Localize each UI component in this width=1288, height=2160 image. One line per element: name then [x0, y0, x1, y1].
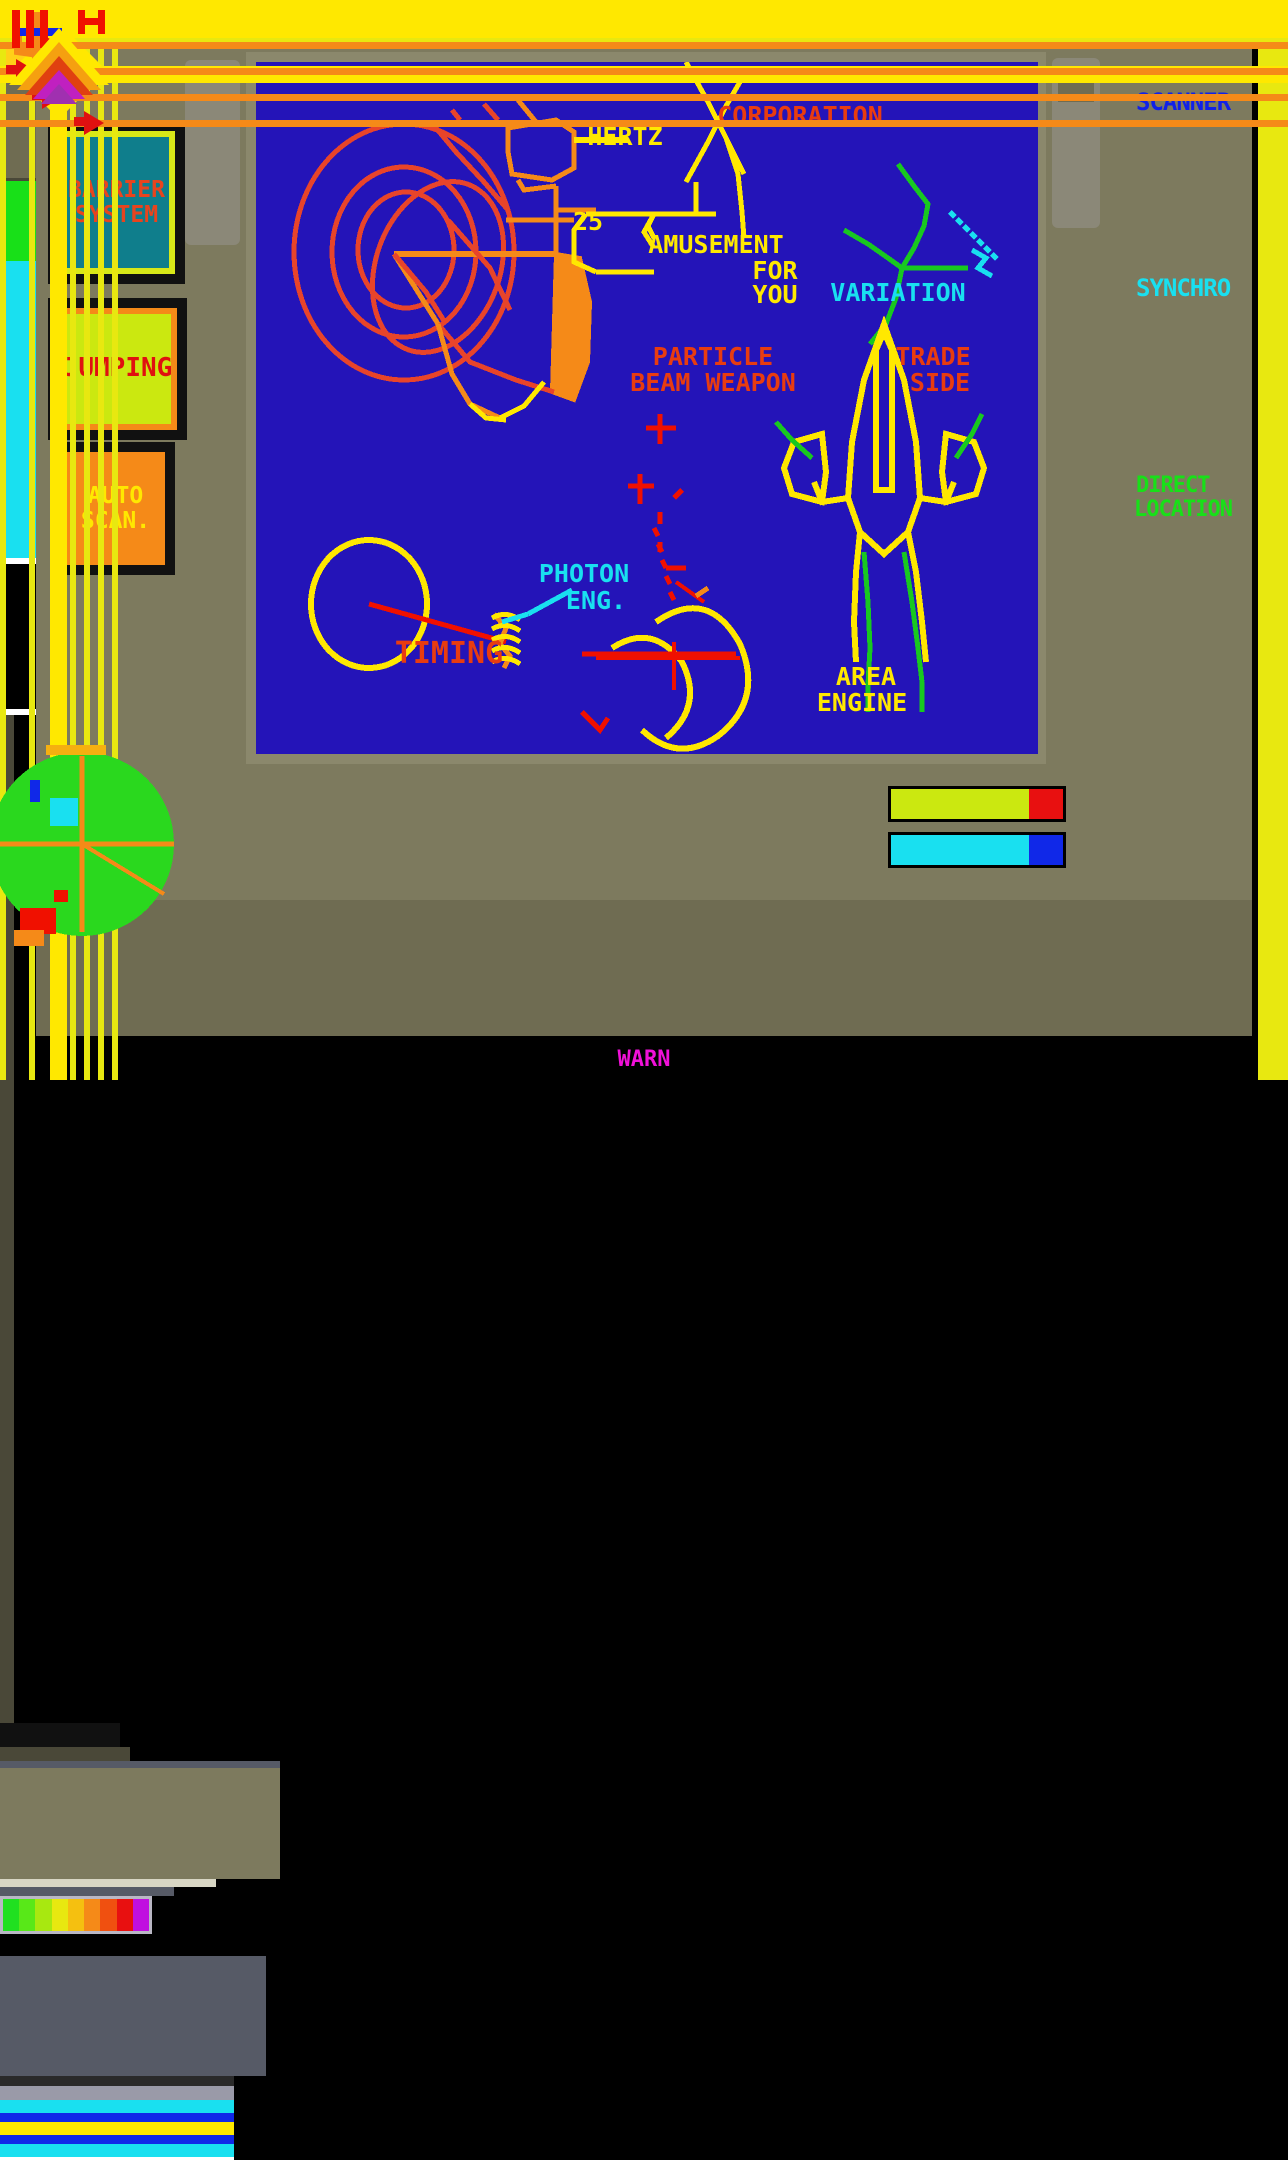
- stripe-band-2: [0, 2100, 234, 2113]
- panel-sep-1: [0, 1723, 120, 1737]
- panel-title-direct-location: DIRECT: [1136, 473, 1210, 498]
- display-label-for: FOR: [752, 256, 798, 285]
- scanner-grid-col-6: [112, 0, 118, 1080]
- cockpit-lower-console: [36, 900, 1252, 1036]
- scanner-grid-col-4: [84, 0, 90, 1080]
- spectrum-band-5: [84, 1899, 101, 1931]
- stripe-band-3: [0, 2113, 234, 2122]
- spectrum-band-1: [19, 1899, 36, 1931]
- display-label-you: YOU: [752, 280, 798, 309]
- panel-title-synchro: SYNCHRO: [1136, 274, 1231, 302]
- panel-title2-direct-location: LOCATION: [1134, 497, 1233, 522]
- spectrum-shadow: [0, 1934, 190, 1956]
- display-label-area: AREA: [835, 662, 897, 691]
- display-label-timing: TIMING: [394, 636, 504, 671]
- display-label-side: SIDE: [909, 368, 971, 397]
- spectrum-band-8: [132, 1899, 149, 1931]
- display-label-photon: PHOTON: [538, 559, 630, 588]
- display-label-number-25: 25: [572, 207, 604, 236]
- display-label-variation: VARIATION: [830, 278, 966, 307]
- spectrum-bar[interactable]: [0, 1896, 152, 1934]
- panel-sep-3: [0, 1747, 130, 1761]
- stripe-band-1: [0, 2086, 234, 2100]
- display-label-beam-weapon: BEAM WEAPON: [630, 368, 796, 397]
- spectrum-band-3: [51, 1899, 68, 1931]
- spectrum-housing: [0, 1761, 280, 1879]
- panel-title-scanner: SCANNER: [1136, 88, 1231, 116]
- radar-scope[interactable]: [0, 742, 184, 946]
- gauge-rest-bar-energy: [1029, 789, 1063, 819]
- stripe-housing: [0, 1956, 266, 2076]
- gauge-bar-energy[interactable]: [888, 786, 1066, 822]
- display-label-hertz: HERTZ: [587, 122, 663, 151]
- display-label-trade: TRADE: [895, 342, 971, 371]
- stripe-band-6: [0, 2144, 234, 2157]
- display-label-engine: ENGINE: [816, 688, 908, 717]
- spectrum-bracket: [0, 1887, 174, 1896]
- spectrum-band-0: [3, 1899, 20, 1931]
- panel-sep-2: [0, 1737, 120, 1747]
- spectrum-band-4: [67, 1899, 85, 1931]
- gauge-fill-bar-energy: [891, 789, 1029, 819]
- spectrum-band-2: [35, 1899, 52, 1931]
- gauge-bar-shield[interactable]: [888, 832, 1066, 868]
- scanner-grid-col-3: [70, 0, 76, 1080]
- spectrum-rail: [0, 1879, 216, 1887]
- spectrum-band-6: [100, 1899, 117, 1931]
- stripe-band-5: [0, 2135, 234, 2144]
- synchro-v-line: [50, 0, 67, 1080]
- stripe-band-4: [0, 2122, 234, 2135]
- stripe-band-7: [0, 2157, 234, 2160]
- gauge-fill-bar-shield: [891, 835, 1029, 865]
- stripe-band-0: [0, 2076, 234, 2086]
- scanner-grid-col-0: [0, 0, 6, 1080]
- viewscreen-diagram: [291, 62, 999, 752]
- gauge-rest-bar-shield: [1029, 835, 1063, 865]
- display-label-eng: ENG.: [565, 586, 627, 615]
- display-label-amusement: AMUSEMENT: [648, 230, 784, 259]
- display-label-particle: PARTICLE: [652, 342, 774, 371]
- left-handle[interactable]: [185, 60, 240, 245]
- scanner-grid-col-5: [98, 0, 104, 1080]
- spectrum-band-7: [116, 1899, 133, 1931]
- scanner-grid-col-1: [29, 0, 35, 1080]
